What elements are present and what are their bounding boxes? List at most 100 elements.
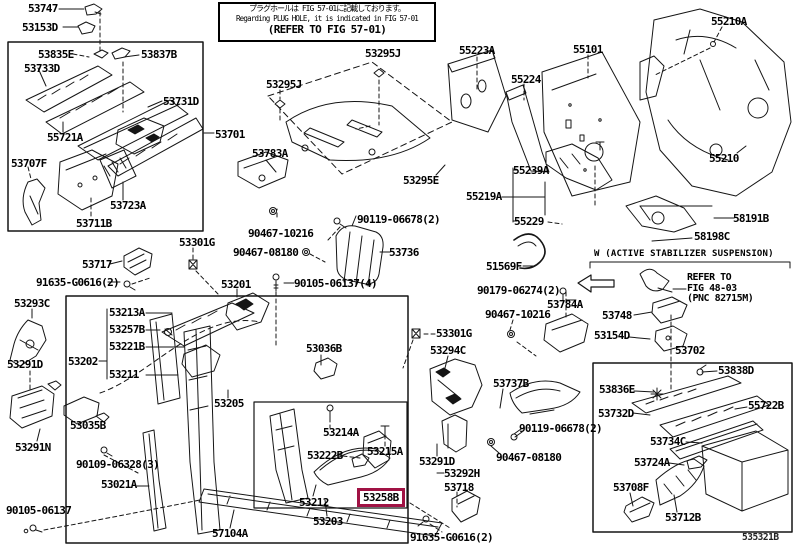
part-label[interactable]: 53301G (436, 327, 472, 340)
part-label[interactable]: 53257B (109, 323, 145, 336)
part-group-center (123, 207, 384, 292)
part-label[interactable]: 53837B (141, 48, 177, 61)
part-label[interactable]: 53205 (214, 397, 244, 410)
figure-code: 535321B (742, 532, 779, 543)
part-label[interactable]: 51569F (486, 260, 522, 273)
part-label[interactable]: 53717 (82, 258, 112, 271)
part-label[interactable]: 57104A (212, 527, 248, 540)
part-label[interactable]: 53295J (266, 78, 302, 91)
part-label[interactable]: 53747 (28, 2, 58, 15)
part-label[interactable]: 53301G (179, 236, 215, 249)
part-label-highlighted[interactable]: 53258B (357, 488, 405, 507)
part-label[interactable]: 53213A (109, 306, 145, 319)
part-label[interactable]: 90467-10216 (248, 227, 314, 240)
part-label[interactable]: 53702 (675, 344, 705, 357)
part-group-apron-lh (22, 47, 204, 226)
part-label[interactable]: 53154D (594, 329, 630, 342)
part-label[interactable]: 53838D (718, 364, 754, 377)
part-label[interactable]: 55101 (573, 43, 603, 56)
part-label[interactable]: 53724A (634, 456, 670, 469)
part-label[interactable]: 53214A (323, 426, 359, 439)
part-dash-panels (447, 49, 641, 197)
part-label[interactable]: 90109-06328(3) (76, 458, 160, 471)
part-label[interactable]: 53295J (365, 47, 401, 60)
part-dash-assembly (639, 8, 792, 197)
part-label[interactable]: 53736 (389, 246, 419, 259)
part-label[interactable]: 53202 (68, 355, 98, 368)
part-label[interactable]: 53712B (665, 511, 701, 524)
part-label[interactable]: 55229 (514, 215, 544, 228)
part-label[interactable]: 53707F (11, 157, 47, 170)
refer-line-3: (PNC 82715M) (687, 293, 754, 304)
part-label[interactable]: 53153D (22, 21, 58, 34)
part-label[interactable]: 53291D (7, 358, 43, 371)
part-label[interactable]: 53734C (650, 435, 686, 448)
part-label[interactable]: 91635-G0616(2) (410, 531, 494, 544)
part-label[interactable]: 53021A (101, 478, 137, 491)
part-label[interactable]: 53748 (602, 309, 632, 322)
part-label[interactable]: 55219A (466, 190, 502, 203)
part-label[interactable]: 58191B (733, 212, 769, 225)
part-label[interactable]: 53215A (367, 445, 403, 458)
part-label[interactable]: 90105-06137(4) (294, 277, 378, 290)
plug-hole-notice-box: プラグホールは FIG 57-01に記載しております。 Regarding PL… (218, 2, 436, 42)
part-label[interactable]: 58198C (694, 230, 730, 243)
part-label[interactable]: 53036B (306, 342, 342, 355)
part-53747-53153d (77, 3, 103, 35)
leader-lines-dashed (27, 11, 723, 533)
group-box-inner (253, 401, 408, 509)
part-group-left-column (9, 319, 113, 534)
part-label[interactable]: 53733D (24, 62, 60, 75)
part-label[interactable]: 91635-G0616(2) (36, 276, 120, 289)
part-label[interactable]: 53203 (313, 515, 343, 528)
part-label[interactable]: 53201 (221, 278, 251, 291)
part-label[interactable]: 53222B (307, 449, 343, 462)
refer-to-block: REFER TO FIG 48-03 (PNC 82715M) (687, 272, 754, 305)
part-label[interactable]: 90467-08180 (496, 451, 562, 464)
part-label[interactable]: 53836E (599, 383, 635, 396)
part-label[interactable]: 53221B (109, 340, 145, 353)
notice-line-refer: (REFER TO FIG 57-01) (267, 23, 387, 36)
part-label[interactable]: 55210 (709, 152, 739, 165)
part-label[interactable]: 90119-06678(2) (519, 422, 603, 435)
part-label[interactable]: 53701 (215, 128, 245, 141)
part-label[interactable]: 53711B (76, 217, 112, 230)
group-box-apron-lh (7, 41, 204, 232)
part-label[interactable]: 53708F (613, 481, 649, 494)
part-label[interactable]: 53737B (493, 377, 529, 390)
suspension-note-header: W (ACTIVE STABILIZER SUSPENSION) (594, 249, 774, 259)
part-label[interactable]: 53732D (598, 407, 634, 420)
part-label[interactable]: 53784A (547, 298, 583, 311)
part-label[interactable]: 53783A (252, 147, 288, 160)
part-label[interactable]: 53035B (70, 419, 106, 432)
part-label[interactable]: 90119-06678(2) (357, 213, 441, 226)
part-label[interactable]: 90467-10216 (485, 308, 551, 321)
part-label[interactable]: 53211 (109, 368, 139, 381)
part-cowl-top (237, 101, 431, 189)
part-label[interactable]: 53731D (163, 95, 199, 108)
part-label[interactable]: 53718 (444, 481, 474, 494)
part-label[interactable]: 53212 (299, 496, 329, 509)
dashed-curve (99, 320, 261, 394)
part-label[interactable]: 55223A (459, 44, 495, 57)
part-label[interactable]: 53835E (38, 48, 74, 61)
part-label[interactable]: 55239A (513, 164, 549, 177)
part-label[interactable]: 90179-06274(2) (477, 284, 561, 297)
part-label[interactable]: 55210A (711, 15, 747, 28)
part-label[interactable]: 90467-08180 (233, 246, 299, 259)
part-label[interactable]: 55224 (511, 73, 541, 86)
part-label[interactable]: 90105-06137 (6, 504, 72, 517)
part-label[interactable]: 53291N (15, 441, 51, 454)
part-label[interactable]: 55721A (47, 131, 83, 144)
part-label[interactable]: 53723A (110, 199, 146, 212)
part-label[interactable]: 53292H (444, 467, 480, 480)
part-label[interactable]: 53291D (419, 455, 455, 468)
part-label[interactable]: 53294C (430, 344, 466, 357)
part-label[interactable]: 53295E (403, 174, 439, 187)
part-label[interactable]: 55722B (748, 399, 784, 412)
left-arrow-icon (577, 274, 615, 293)
part-label[interactable]: 53293C (14, 297, 50, 310)
